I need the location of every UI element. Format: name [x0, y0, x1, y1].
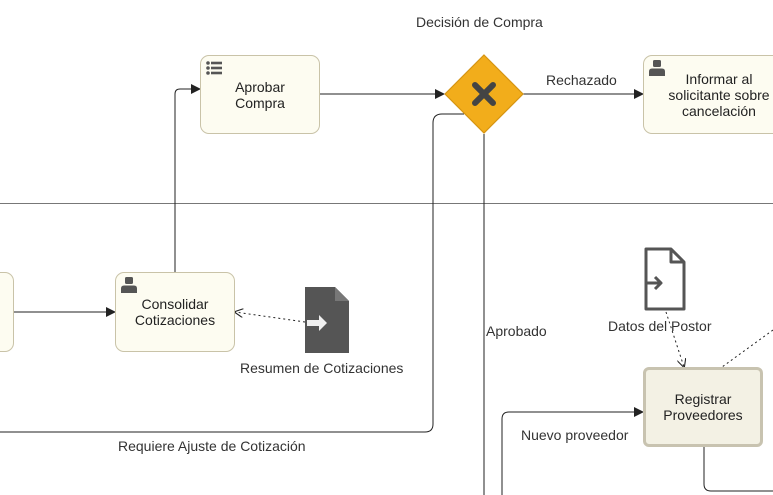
document-input-icon[interactable] — [305, 287, 349, 353]
flow-nuevo-proveedor[interactable] — [501, 407, 644, 495]
task-label: Consolidar Cotizaciones — [134, 296, 216, 328]
list-icon — [206, 61, 222, 75]
flow-label-aprobado: Aprobado — [486, 323, 547, 339]
document-input-icon[interactable] — [643, 246, 687, 312]
user-icon — [649, 60, 665, 76]
association-offscreen[interactable] — [721, 329, 773, 368]
association-resumen[interactable] — [235, 312, 306, 323]
task-label: Registrar Proveedores — [663, 391, 743, 423]
flow-label-rechazado: Rechazado — [546, 72, 617, 88]
flow-consolidar-to-aprobar[interactable] — [174, 84, 201, 272]
gateway-title: Decisión de Compra — [416, 14, 543, 30]
task-registrar-proveedores[interactable]: Registrar Proveedores — [643, 367, 763, 447]
flow-requiere-ajuste[interactable] — [0, 113, 464, 433]
flow-registrar-out[interactable] — [703, 446, 773, 492]
task-informar-solicitante[interactable]: Informar al solicitante sobre cancelació… — [643, 55, 773, 134]
flow-label-nuevo-proveedor: Nuevo proveedor — [521, 427, 629, 443]
task-label: Aprobar Compra — [235, 78, 285, 111]
decision-gateway[interactable] — [444, 54, 524, 134]
task-aprobar-compra[interactable]: Aprobar Compra — [200, 55, 320, 134]
flow-label-requiere-ajuste: Requiere Ajuste de Cotización — [118, 438, 306, 454]
task-consolidar-cotizaciones[interactable]: Consolidar Cotizaciones — [115, 272, 235, 352]
task-offscreen-left[interactable] — [0, 272, 14, 352]
task-label: Informar al solicitante sobre cancelació… — [668, 70, 770, 119]
data-object-label: Resumen de Cotizaciones — [240, 360, 404, 376]
user-icon — [121, 277, 137, 293]
data-object-label: Datos del Postor — [608, 318, 712, 334]
x-icon — [472, 82, 496, 106]
